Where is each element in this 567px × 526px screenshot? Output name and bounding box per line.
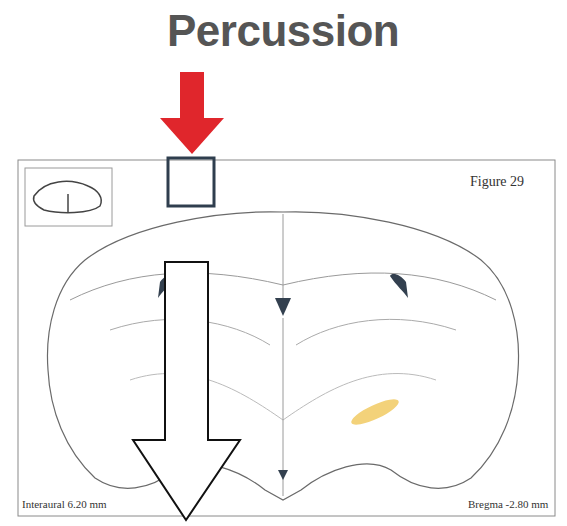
force-direction-arrow xyxy=(133,262,240,520)
impact-site-box xyxy=(168,158,214,206)
impact-arrow xyxy=(160,72,224,154)
inset-box xyxy=(25,168,112,226)
third-ventricle xyxy=(275,298,291,316)
inset-sagittal-brain xyxy=(33,181,101,212)
highlighted-region xyxy=(348,395,401,430)
ventral-marker xyxy=(278,470,288,480)
figure-number: Figure 29 xyxy=(468,174,526,190)
midline xyxy=(283,214,284,496)
atlas-frame xyxy=(18,160,555,516)
inset-section-line xyxy=(67,194,69,212)
bregma-coordinate: Bregma -2.80 mm xyxy=(466,498,550,510)
lateral-ventricle xyxy=(390,274,408,298)
coronal-brain-outline xyxy=(47,212,518,500)
interaural-coordinate: Interaural 6.20 mm xyxy=(20,498,109,510)
diagram-title: Percussion xyxy=(167,6,399,56)
